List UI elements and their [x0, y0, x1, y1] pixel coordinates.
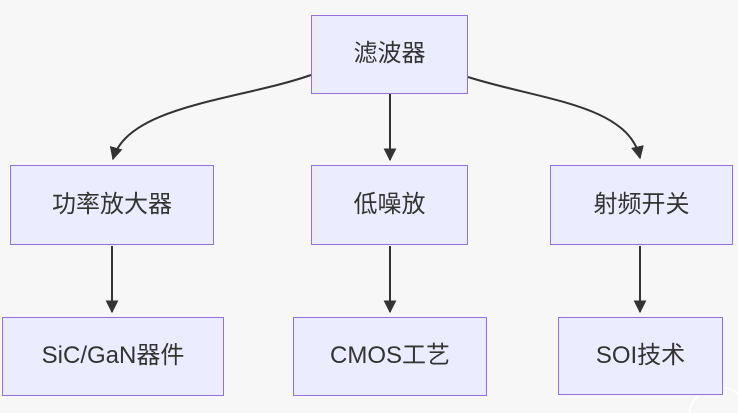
node-soi-technology: SOI技术 — [558, 317, 723, 395]
node-cmos-process: CMOS工艺 — [293, 317, 487, 396]
node-sic-gan-device: SiC/GaN器件 — [2, 317, 224, 396]
node-lna: 低噪放 — [311, 165, 468, 245]
node-rf-switch: 射频开关 — [550, 165, 733, 245]
edge-filter-to-power-amplifier — [109, 74, 312, 161]
node-filter: 滤波器 — [311, 15, 468, 94]
node-filter-label: 滤波器 — [353, 40, 426, 68]
node-power-amplifier-label: 功率放大器 — [52, 190, 172, 218]
node-cmos-process-label: CMOS工艺 — [330, 342, 450, 370]
edge-filter-to-rf-switch — [467, 76, 644, 160]
node-soi-technology-label: SOI技术 — [595, 341, 686, 369]
node-lna-label: 低噪放 — [353, 190, 426, 218]
node-rf-switch-label: 射频开关 — [593, 190, 690, 218]
node-power-amplifier: 功率放大器 — [10, 165, 214, 245]
node-sic-gan-device-label: SiC/GaN器件 — [41, 342, 185, 370]
